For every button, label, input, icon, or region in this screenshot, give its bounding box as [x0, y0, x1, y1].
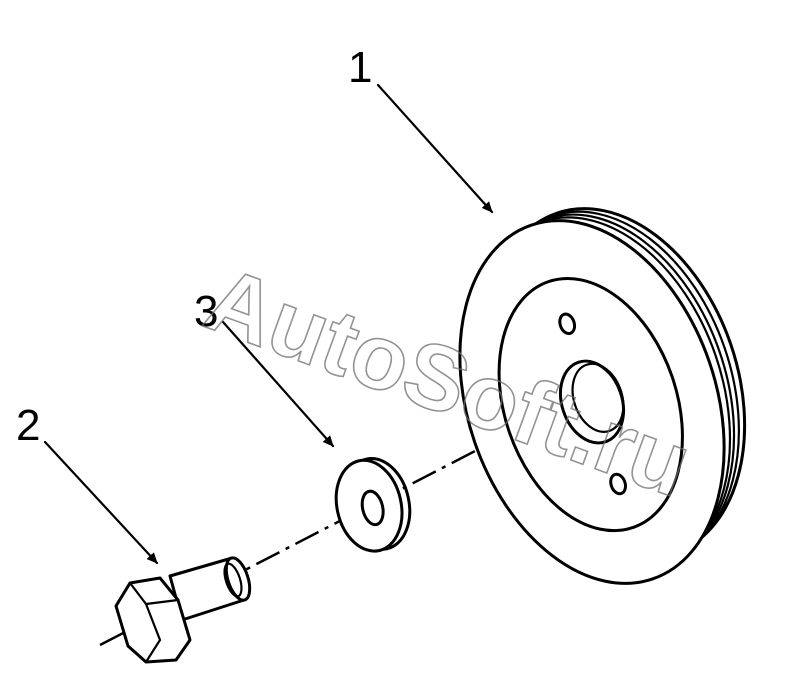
callout-2: 2: [16, 401, 40, 450]
leader-arrow-1: [376, 83, 494, 214]
washer: [334, 456, 412, 553]
callout-3: 3: [194, 287, 218, 336]
leader-arrow-2: [43, 440, 159, 565]
bolt: [114, 556, 252, 664]
pulley: [458, 207, 747, 585]
callout-1: 1: [348, 43, 372, 92]
leader-arrow-3: [221, 320, 335, 448]
